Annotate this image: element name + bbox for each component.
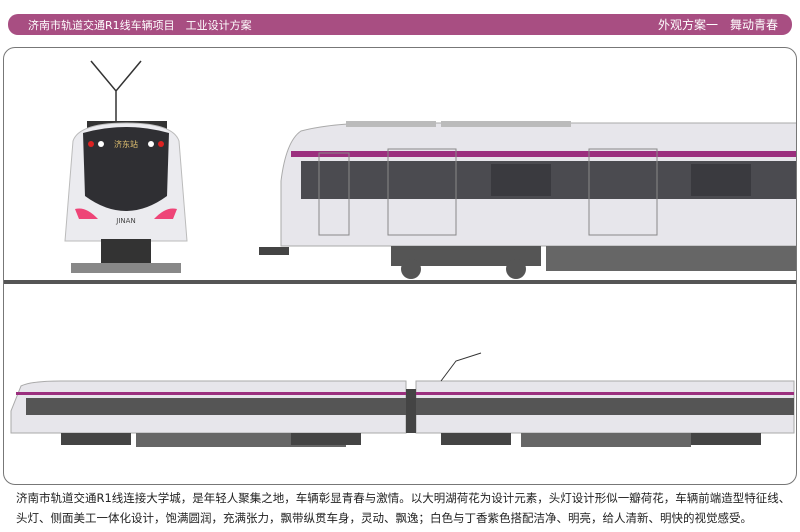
train-illustration: 济东站 JINAN [4, 60, 796, 447]
design-description: 济南市轨道交通R1线连接大学城，是年轻人聚集之地，车辆彰显青春与激情。以大明湖荷… [16, 488, 796, 528]
train-side-view-large [259, 121, 796, 279]
description-line-1: 济南市轨道交通R1线连接大学城，是年轻人聚集之地，车辆彰显青春与激情。以大明湖荷… [16, 491, 791, 505]
scheme-title: 外观方案一 舞动青春 [657, 18, 778, 32]
train-side-view-full [10, 352, 795, 447]
header-bar: 济南市轨道交通R1线车辆项目 工业设计方案 外观方案一 舞动青春 [8, 14, 792, 35]
train-front-view: 济东站 JINAN [64, 60, 188, 273]
pantograph [90, 60, 142, 121]
ground-line [4, 280, 796, 284]
front-logo: JINAN [115, 217, 135, 225]
pantograph-bottom [440, 352, 482, 382]
project-title: 济南市轨道交通R1线车辆项目 工业设计方案 [28, 18, 252, 32]
destination-display: 济东站 [114, 139, 138, 149]
description-line-2: 头灯、侧面美工一体化设计，饱满圆润，充满张力，飘带纵贯车身，灵动、飘逸；白色与丁… [16, 511, 752, 525]
illustration-panel: 济东站 JINAN [3, 47, 797, 485]
